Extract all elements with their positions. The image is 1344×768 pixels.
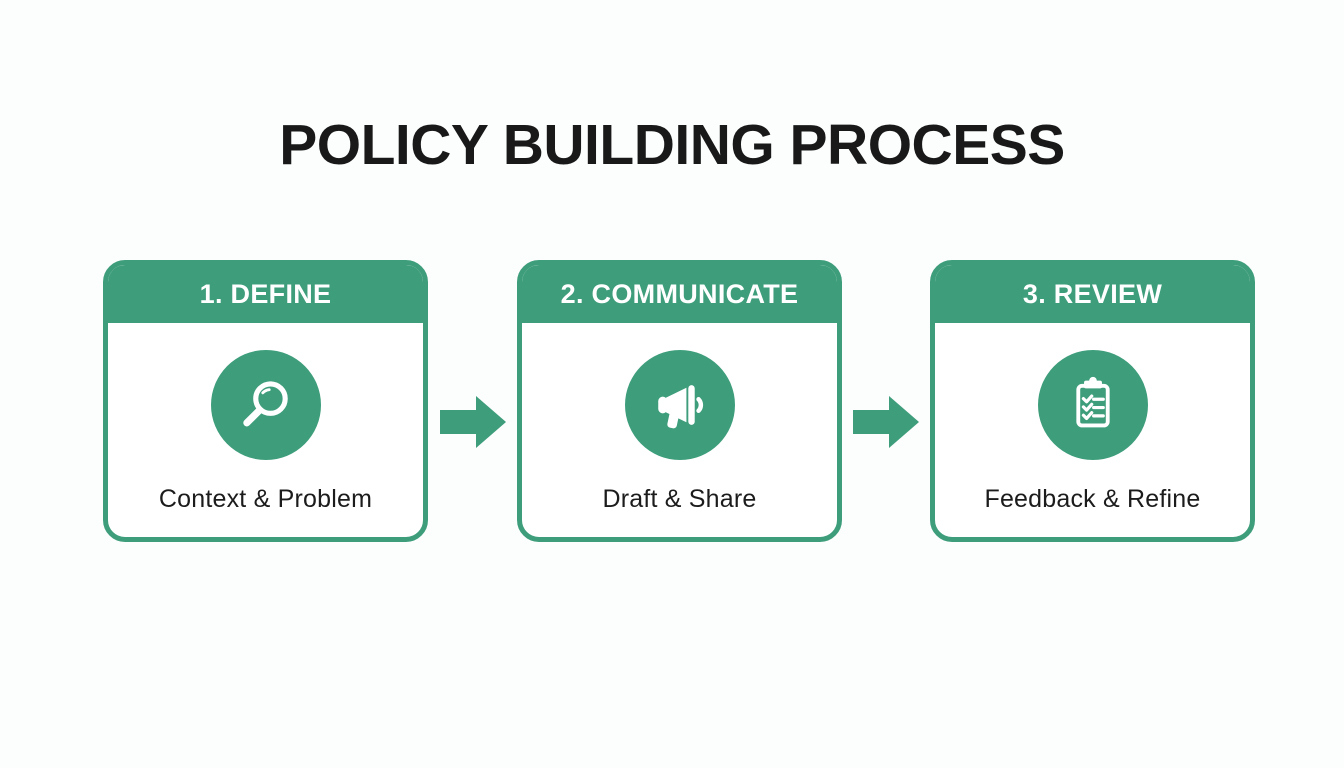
arrow-right-icon: [853, 396, 919, 448]
megaphone-icon: [648, 373, 712, 437]
step-card-define: 1. DEFINE Context & Problem: [103, 260, 428, 542]
step-card-review: 3. REVIEW Feedback: [930, 260, 1255, 542]
icon-circle: [624, 350, 735, 460]
magnifier-icon: [234, 373, 298, 437]
step-body: Context & Problem: [108, 323, 423, 537]
icon-circle: [1037, 350, 1148, 460]
clipboard-checklist-icon: [1061, 373, 1125, 437]
step-card-communicate: 2. COMMUNICATE Draft & Share: [517, 260, 842, 542]
icon-circle: [210, 350, 321, 460]
step-label: Draft & Share: [602, 485, 757, 513]
step-header: 3. REVIEW: [935, 265, 1250, 323]
step-header: 1. DEFINE: [108, 265, 423, 323]
step-label: Context & Problem: [158, 485, 373, 513]
step-header: 2. COMMUNICATE: [522, 265, 837, 323]
step-body: Draft & Share: [522, 323, 837, 537]
step-label: Feedback & Refine: [984, 485, 1201, 513]
step-body: Feedback & Refine: [935, 323, 1250, 537]
arrow-right-icon: [440, 396, 506, 448]
page-title: POLICY BUILDING PROCESS: [279, 113, 1065, 177]
